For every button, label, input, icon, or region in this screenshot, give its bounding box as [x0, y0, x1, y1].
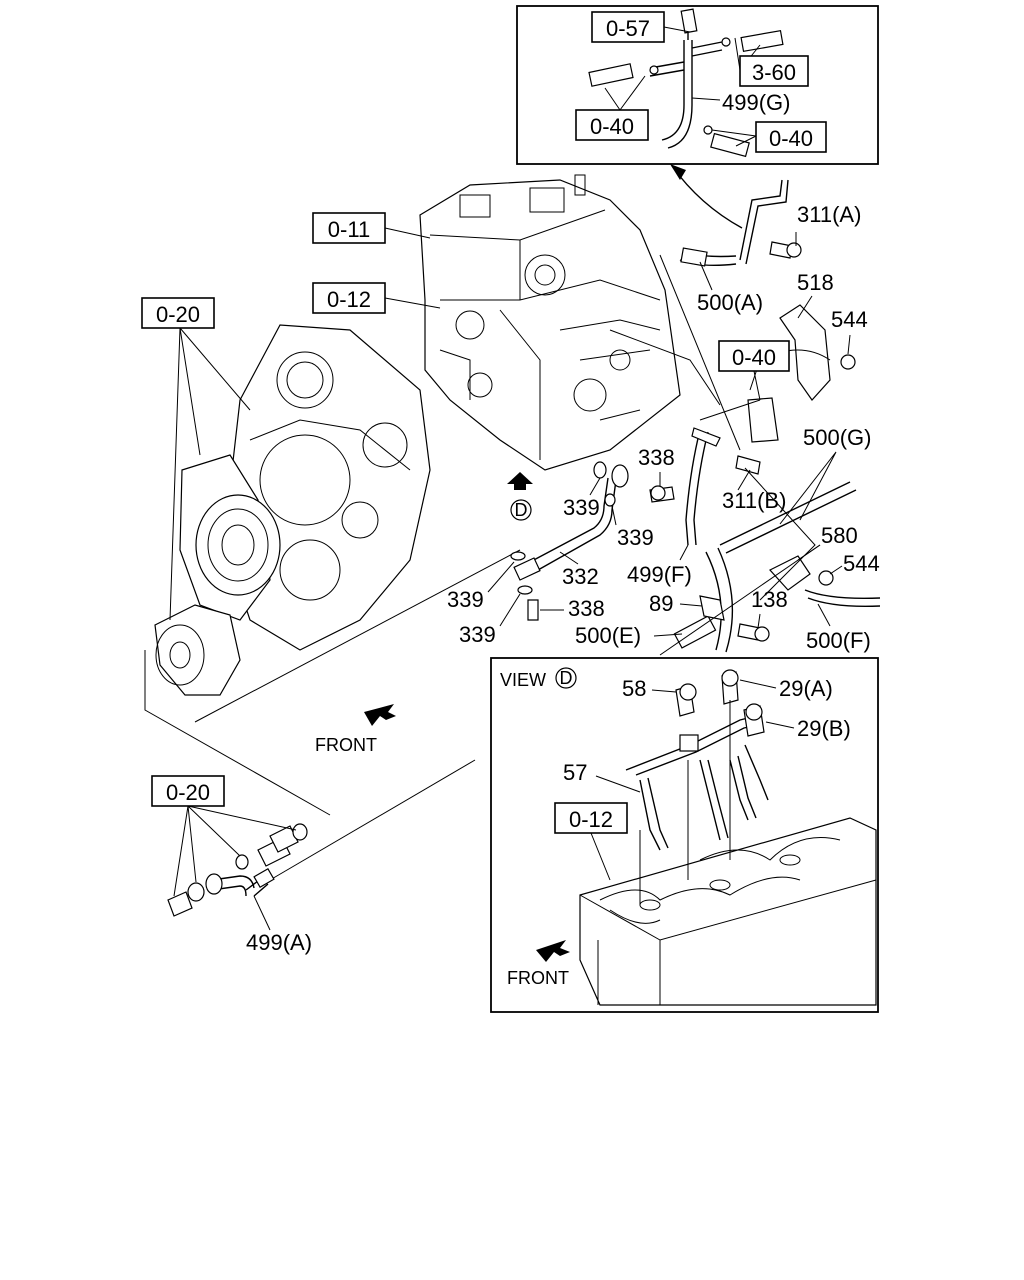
label-500a: 500(A)	[697, 290, 763, 315]
label-29b: 29(B)	[797, 716, 851, 741]
label-311a: 311(A)	[797, 202, 861, 227]
view-d-panel	[490, 657, 879, 1013]
front-arrow-icon	[364, 704, 396, 726]
label-339-a: 339	[563, 495, 600, 520]
ref-box-0-20-a	[141, 297, 215, 329]
ref-0-12-a: 0-12	[327, 287, 371, 312]
ref-box-0-12-a	[312, 282, 386, 314]
label-518: 518	[797, 270, 834, 295]
view-d-marker: D	[515, 500, 528, 520]
ref-box-0-11	[312, 212, 386, 244]
view-title: VIEW	[500, 670, 546, 690]
ref-box-0-57	[591, 11, 665, 43]
label-311b: 311(B)	[722, 488, 786, 513]
label-580: 580	[821, 523, 858, 548]
label-499g: 499(G)	[722, 90, 790, 115]
ref-0-11: 0-11	[328, 217, 370, 242]
label-138: 138	[751, 587, 788, 612]
ref-0-57: 0-57	[606, 16, 650, 41]
ref-box-3-60	[739, 55, 809, 87]
ref-box-0-12-b	[554, 802, 628, 834]
ref-box-0-40-b	[755, 121, 827, 153]
label-499a: 499(A)	[246, 930, 312, 955]
label-500e: 500(E)	[575, 623, 641, 648]
ref-0-12-b: 0-12	[569, 807, 613, 832]
label-57: 57	[563, 760, 587, 785]
label-332: 332	[562, 564, 599, 589]
label-58: 58	[622, 676, 646, 701]
label-29a: 29(A)	[779, 676, 833, 701]
timing-case	[154, 324, 431, 696]
view-title-circle	[555, 667, 577, 689]
label-544-a: 544	[831, 307, 868, 332]
vacuum-pipe-detail	[167, 823, 308, 917]
label-339-d: 339	[459, 622, 496, 647]
label-89: 89	[649, 591, 673, 616]
view-direction-arrow-icon	[507, 472, 533, 490]
ref-0-40-b: 0-40	[769, 126, 813, 151]
front-arrow-icon	[536, 940, 570, 962]
label-339-c: 339	[447, 587, 484, 612]
label-500f: 500(F)	[806, 628, 871, 653]
view-title-marker: D	[560, 668, 573, 688]
label-544-b: 544	[843, 551, 880, 576]
ref-0-20-a: 0-20	[156, 302, 200, 327]
label-500g: 500(G)	[803, 425, 871, 450]
front-label-main: FRONT	[315, 735, 377, 755]
ref-0-20-b: 0-20	[166, 780, 210, 805]
ref-box-0-40-a	[575, 109, 649, 141]
label-499f: 499(F)	[627, 562, 692, 587]
cylinder-block	[419, 174, 681, 471]
ref-3-60: 3-60	[752, 60, 796, 85]
ref-box-0-20-b	[151, 775, 225, 807]
ref-0-40-a: 0-40	[590, 114, 634, 139]
label-338-a: 338	[638, 445, 675, 470]
ref-box-0-40-c	[718, 340, 790, 372]
label-338-b: 338	[568, 596, 605, 621]
oil-pipe-parts	[510, 179, 881, 653]
inset-pipes-panel	[516, 5, 879, 165]
view-d-circle	[510, 499, 532, 521]
label-339-b: 339	[617, 525, 654, 550]
ref-0-40-c: 0-40	[732, 345, 776, 370]
front-label-view: FRONT	[507, 968, 569, 988]
